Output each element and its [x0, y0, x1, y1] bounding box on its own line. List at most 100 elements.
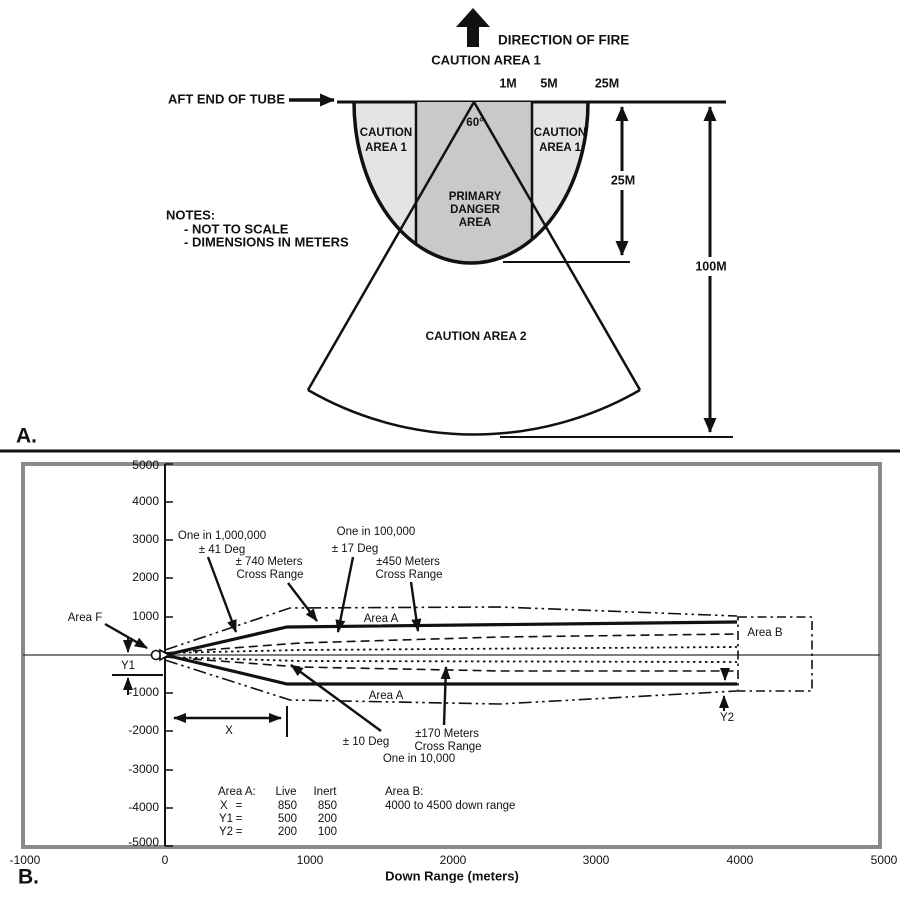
- table-row-y2-eq: =: [236, 826, 243, 838]
- area-b-label: Area B: [747, 627, 782, 639]
- panel-b-label: B.: [18, 866, 39, 889]
- area-a-bottom-label: Area A: [369, 690, 404, 702]
- x-tick-4000: 4000: [727, 853, 754, 867]
- ann-170m-line1: ±170 Meters: [415, 728, 479, 740]
- ann-million-arrow: [206, 556, 238, 633]
- y-tick-n4000: -4000: [128, 800, 159, 814]
- table-area-b-value: 4000 to 4500 down range: [385, 800, 515, 812]
- dim-25m-label: 25M: [611, 173, 635, 187]
- notes-item-1: - NOT TO SCALE: [184, 221, 289, 236]
- y-tick-5000: 5000: [132, 458, 159, 472]
- y-tick-n5000: -5000: [128, 835, 159, 849]
- caution-area-2-arc: [307, 388, 641, 436]
- table-col-live: Live: [275, 786, 296, 798]
- angle-60-label: 60°: [466, 117, 484, 129]
- caution-right-line1: CAUTION: [534, 127, 586, 139]
- ann-100k-arrow: [335, 556, 355, 633]
- ann-450m-line1: ±450 Meters: [376, 556, 440, 568]
- caution-left-line1: CAUTION: [360, 127, 412, 139]
- ann-170m-arrow: [440, 666, 451, 726]
- primary-line2: DANGER: [450, 204, 501, 216]
- x-tick-2000: 2000: [440, 853, 467, 867]
- annotation-arrows: [104, 556, 451, 732]
- ann-170m-line2: Cross Range: [414, 741, 481, 753]
- direction-of-fire-arrow-icon: [456, 8, 490, 47]
- ann-450m-arrow: [409, 581, 422, 632]
- y2-label: Y2: [720, 712, 734, 724]
- x-tick-3000: 3000: [583, 853, 610, 867]
- one-in-10k-lower-line: [164, 656, 738, 663]
- mark-1m: 1M: [499, 76, 516, 90]
- caution-right-line2: AREA 1: [539, 142, 581, 154]
- table-row-y1-name: Y1: [219, 813, 233, 825]
- ann-450m-line2: Cross Range: [375, 569, 442, 581]
- table-row-y2-name: Y2: [219, 826, 233, 838]
- table-area-a-header: Area A:: [218, 786, 256, 798]
- table-row-x-live: 850: [278, 800, 297, 812]
- table-row-x-inert: 850: [318, 800, 337, 812]
- ann-740m-arrow: [287, 582, 318, 622]
- dim-100m-label: 100M: [695, 259, 726, 273]
- ann-100k-line2: ± 17 Deg: [332, 543, 379, 555]
- envelope-outline: [352, 101, 590, 265]
- ann-million-line2: ± 41 Deg: [199, 544, 246, 556]
- x-tick-n1000: -1000: [10, 853, 41, 867]
- y-tick-n2000: -2000: [128, 723, 159, 737]
- one-in-million-upper-line: [164, 606, 738, 651]
- aft-end-of-tube-label: AFT END OF TUBE: [168, 91, 285, 106]
- table-row-x-name: X: [220, 800, 228, 812]
- one-in-million-lower-line: [164, 659, 738, 705]
- fan-right-line: [472, 101, 642, 391]
- panel-b: 5000 4000 3000 2000 1000 -1000 -2000 -30…: [10, 458, 898, 888]
- caution-area-1-header: CAUTION AREA 1: [431, 52, 541, 67]
- primary-line3: AREA: [459, 217, 492, 229]
- x-tick-5000: 5000: [871, 853, 898, 867]
- launcher-origin-icon: [150, 649, 162, 661]
- launcher-pointer-icon: [159, 648, 171, 662]
- ann-740m-line2: Cross Range: [236, 569, 303, 581]
- area-a-lower-line: [164, 653, 737, 686]
- ann-10deg-label: ± 10 Deg: [343, 736, 390, 748]
- primary-danger-area-region: [416, 102, 532, 263]
- table-row-y1-live: 500: [278, 813, 297, 825]
- caution-left-line2: AREA 1: [365, 142, 407, 154]
- ann-million-line1: One in 1,000,000: [178, 530, 266, 542]
- y-tick-n1000: -1000: [128, 685, 159, 699]
- table-row-y2-live: 200: [278, 826, 297, 838]
- ann-740m-line1: ± 740 Meters: [235, 556, 302, 568]
- table-area-b-header: Area B:: [385, 786, 423, 798]
- x-tick-0: 0: [162, 853, 169, 867]
- panel-a: DIRECTION OF FIRE CAUTION AREA 1 1M 5M 2…: [16, 8, 734, 448]
- one-in-10k-upper-line: [164, 646, 738, 654]
- x-tick-1000: 1000: [297, 853, 324, 867]
- y-tick-2000: 2000: [132, 570, 159, 584]
- x-axis-labels: -1000 0 1000 2000 3000 4000 5000: [10, 853, 898, 867]
- x-dim-label: X: [225, 725, 233, 737]
- x-axis-title: Down Range (meters): [385, 868, 519, 883]
- area-b-rect: [737, 616, 813, 692]
- table-row-y2-inert: 100: [318, 826, 337, 838]
- dim-25m-label-bg: [603, 171, 642, 190]
- table-col-inert: Inert: [313, 786, 337, 798]
- area-a-top-label: Area A: [364, 613, 399, 625]
- ann-170m-line3: One in 10,000: [383, 753, 455, 765]
- ann-10deg-arrow: [290, 664, 382, 732]
- one-in-100k-lower-line: [164, 656, 737, 672]
- mark-5m: 5M: [540, 76, 557, 90]
- area-a-upper-line: [164, 620, 738, 657]
- primary-line1: PRIMARY: [449, 191, 502, 203]
- notes-item-2: - DIMENSIONS IN METERS: [184, 234, 349, 249]
- dim-100m-label-bg: [686, 257, 734, 276]
- direction-of-fire-label: DIRECTION OF FIRE: [498, 33, 629, 48]
- area-f-arrow: [104, 622, 148, 650]
- area-table: Area A: Live Inert Area B: X = 850 850 4…: [218, 786, 515, 838]
- y-tick-n3000: -3000: [128, 762, 159, 776]
- ann-100k-line1: One in 100,000: [337, 526, 416, 538]
- y-axis-labels: 5000 4000 3000 2000 1000 -1000 -2000 -30…: [128, 458, 159, 849]
- notes-title: NOTES:: [166, 207, 215, 222]
- y-axis-ticks: [165, 463, 173, 847]
- y-tick-3000: 3000: [132, 532, 159, 546]
- area-f-label: Area F: [68, 612, 103, 624]
